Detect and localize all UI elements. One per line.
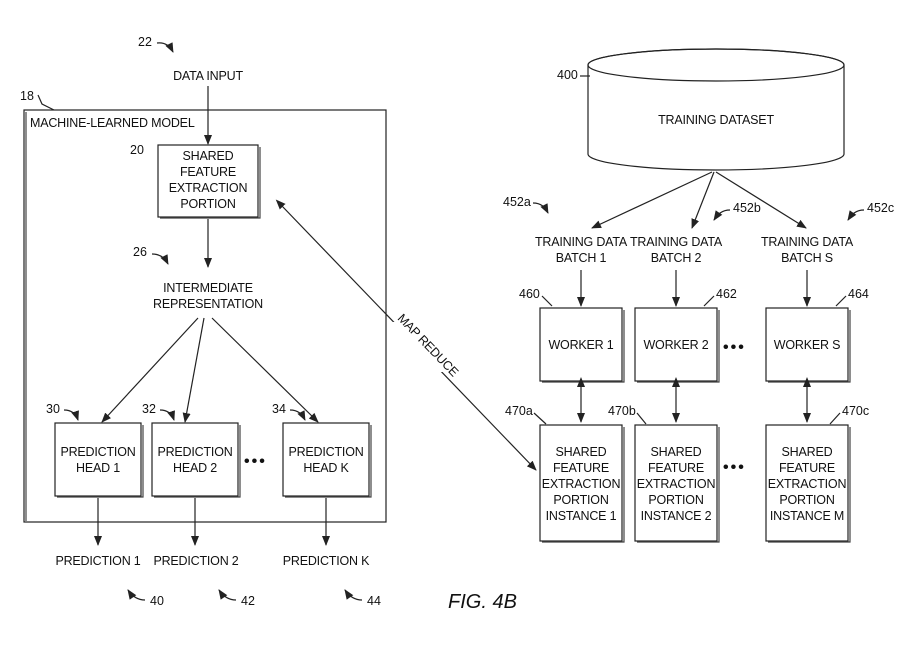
instance-m-box — [765, 424, 849, 542]
worker-2-box — [634, 307, 718, 382]
instance-m-line-3: EXTRACTION — [768, 477, 847, 491]
head-1-line-1: PREDICTION — [60, 445, 135, 459]
instance-1-line-4: PORTION — [553, 493, 608, 507]
batch-1-line-2: BATCH 1 — [556, 251, 607, 265]
batch-1-line-1: TRAINING DATA — [535, 235, 628, 249]
ref-44: 44 — [367, 594, 381, 608]
worker-1-node: WORKER 1 — [539, 307, 625, 383]
ref-34: 34 — [272, 402, 286, 416]
instance-2-node: SHARED FEATURE EXTRACTION PORTION INSTAN… — [634, 424, 720, 543]
model-label: MACHINE-LEARNED MODEL — [30, 116, 195, 130]
instance-2-box — [634, 424, 718, 542]
head-1-line-2: HEAD 1 — [76, 461, 120, 475]
instance-2-line-3: EXTRACTION — [637, 477, 716, 491]
ref-464: 464 — [848, 287, 869, 301]
shared-portion-node: 20 SHARED FEATURE EXTRACTION PORTION — [130, 143, 261, 219]
instances-ellipsis: ••• — [723, 459, 746, 476]
instance-1-node: SHARED FEATURE EXTRACTION PORTION INSTAN… — [539, 424, 625, 543]
instance-m-line-5: INSTANCE M — [770, 509, 844, 523]
dataset-label: TRAINING DATASET — [658, 113, 774, 127]
batch-s-line-1: TRAINING DATA — [761, 235, 854, 249]
arrow-to-head-2 — [182, 317, 205, 423]
ref-30: 30 — [46, 402, 60, 416]
worker-2-node: WORKER 2 — [634, 307, 720, 383]
instance-1-line-5: INSTANCE 1 — [546, 509, 617, 523]
shared-portion-line-3: EXTRACTION — [169, 181, 248, 195]
ref-400: 400 — [557, 68, 578, 82]
instance-2-line-1: SHARED — [651, 445, 702, 459]
data-input-label: DATA INPUT — [173, 69, 243, 83]
ref-452a: 452a — [503, 195, 531, 209]
arrow-dataset-batch-1 — [591, 171, 713, 229]
arrow-dataset-batch-2 — [691, 171, 715, 229]
worker-1-label: WORKER 1 — [548, 338, 613, 352]
instance-1-line-2: FEATURE — [553, 461, 609, 475]
ref-26-leader — [151, 253, 169, 265]
instance-2-line-2: FEATURE — [648, 461, 704, 475]
worker-1-box — [539, 307, 623, 382]
prediction-1-label: PREDICTION 1 — [55, 554, 140, 568]
figure-label: FIG. 4B — [448, 591, 517, 613]
dataset-cylinder — [587, 48, 845, 171]
ref-32: 32 — [142, 402, 156, 416]
heads-ellipsis: ••• — [244, 453, 267, 470]
ref-470c: 470c — [842, 404, 869, 418]
data-input-group: 22 DATA INPUT — [138, 35, 244, 83]
intermediate-node: 26 INTERMEDIATE REPRESENTATION — [133, 245, 263, 311]
shared-portion-line-2: FEATURE — [180, 165, 236, 179]
instance-m-line-4: PORTION — [779, 493, 834, 507]
ref-18-leader — [37, 94, 55, 111]
ref-20: 20 — [130, 143, 144, 157]
ref-22: 22 — [138, 35, 152, 49]
ref-452b: 452b — [733, 201, 761, 215]
instance-1-line-1: SHARED — [556, 445, 607, 459]
prediction-head-2-box — [151, 422, 239, 497]
instance-m-line-2: FEATURE — [779, 461, 835, 475]
ref-42: 42 — [241, 594, 255, 608]
head-k-line-2: HEAD K — [303, 461, 349, 475]
training-dataset-node: TRAINING DATASET 400 — [557, 48, 845, 171]
intermediate-line-2: REPRESENTATION — [153, 297, 263, 311]
ref-22-leader — [156, 42, 174, 53]
ref-470b: 470b — [608, 404, 636, 418]
instance-m-node: SHARED FEATURE EXTRACTION PORTION INSTAN… — [765, 424, 851, 543]
shared-portion-box — [157, 144, 259, 218]
shared-portion-line-1: SHARED — [183, 149, 234, 163]
workers-ellipsis: ••• — [723, 339, 746, 356]
prediction-2-label: PREDICTION 2 — [153, 554, 238, 568]
batch-2-line-2: BATCH 2 — [651, 251, 702, 265]
batch-2-line-1: TRAINING DATA — [630, 235, 723, 249]
ref-470a: 470a — [505, 404, 533, 418]
prediction-head-1-box — [54, 422, 142, 497]
worker-2-label: WORKER 2 — [643, 338, 708, 352]
instance-2-line-5: INSTANCE 2 — [641, 509, 712, 523]
worker-s-label: WORKER S — [774, 338, 840, 352]
arrow-dataset-batch-s — [715, 171, 807, 229]
instance-1-line-3: EXTRACTION — [542, 477, 621, 491]
batch-s-line-2: BATCH S — [781, 251, 833, 265]
prediction-head-1-node: 30 PREDICTION HEAD 1 — [46, 402, 144, 498]
ref-452c: 452c — [867, 201, 894, 215]
intermediate-line-1: INTERMEDIATE — [163, 281, 253, 295]
prediction-head-k-box — [282, 422, 370, 497]
shared-portion-line-4: PORTION — [180, 197, 235, 211]
instance-2-line-4: PORTION — [648, 493, 703, 507]
head-2-line-2: HEAD 2 — [173, 461, 217, 475]
arrow-to-head-1 — [101, 317, 199, 423]
head-k-line-1: PREDICTION — [288, 445, 363, 459]
ref-460: 460 — [519, 287, 540, 301]
ref-40: 40 — [150, 594, 164, 608]
ref-26: 26 — [133, 245, 147, 259]
instance-1-box — [539, 424, 623, 542]
head-2-line-1: PREDICTION — [157, 445, 232, 459]
ref-462: 462 — [716, 287, 737, 301]
worker-s-box — [765, 307, 849, 382]
instance-m-line-1: SHARED — [782, 445, 833, 459]
prediction-head-2-node: 32 PREDICTION HEAD 2 — [142, 402, 241, 498]
prediction-k-label: PREDICTION K — [283, 554, 370, 568]
worker-s-node: WORKER S — [765, 307, 851, 383]
ref-18: 18 — [20, 89, 34, 103]
